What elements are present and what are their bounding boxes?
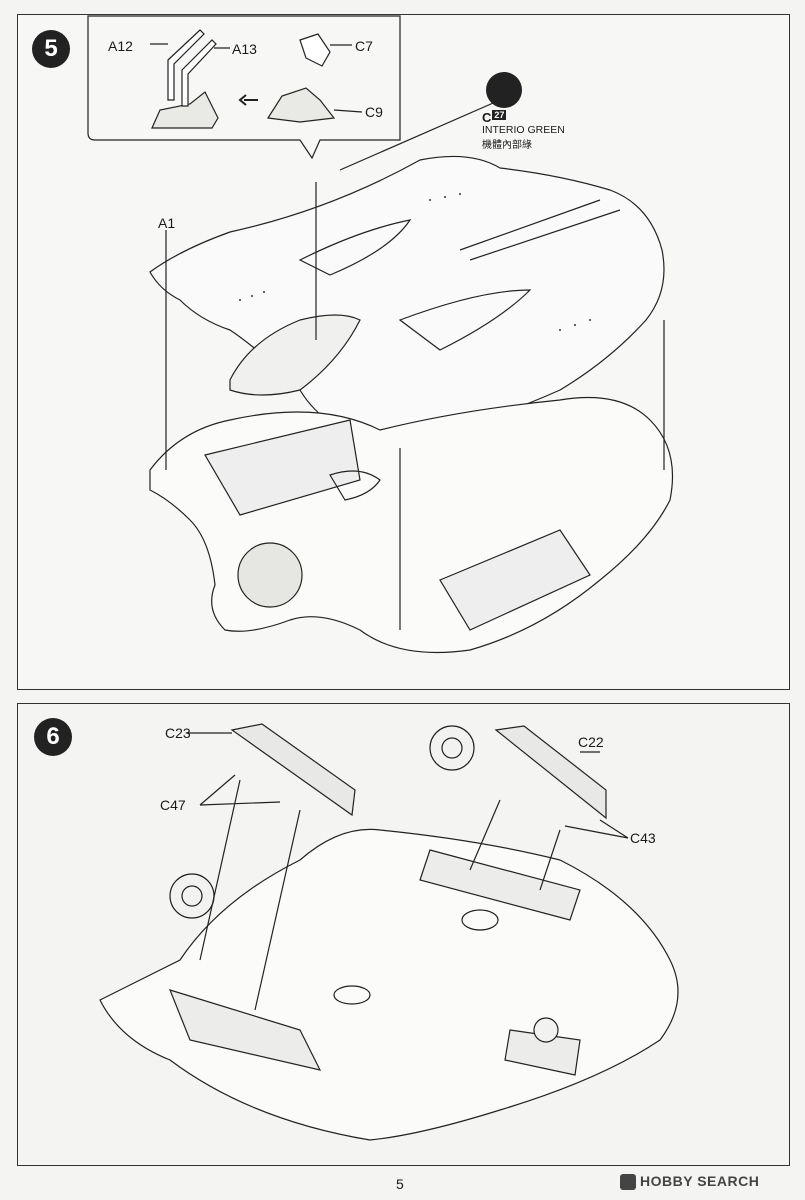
- part-label-c47: C47: [160, 797, 186, 813]
- lower-fuselage: [149, 396, 674, 654]
- part-label-a1: A1: [158, 215, 176, 231]
- vent-right: [461, 909, 499, 931]
- main-wheel-right: [429, 725, 475, 771]
- cockpit-tub: [237, 542, 303, 608]
- step-5-number: 5: [32, 30, 70, 68]
- part-label-a13: A13: [232, 41, 257, 57]
- canopy-opening: [229, 314, 361, 396]
- part-a13: [181, 39, 217, 107]
- gear-bay-right: [419, 849, 581, 921]
- part-label-c7: C7: [355, 38, 373, 54]
- gear-bay-left: [168, 989, 322, 1071]
- part-label-c23: C23: [165, 725, 191, 741]
- inset-callout: [87, 15, 401, 160]
- paint-brush-icon: [486, 72, 522, 108]
- paint-name-chinese: 機體內部綠: [482, 140, 532, 151]
- cockpit-part-right: [266, 87, 336, 123]
- step-6-number: 6: [34, 718, 72, 756]
- gear-door-c22: [494, 725, 607, 820]
- wheel-well-right: [439, 529, 591, 631]
- gear-door-c23: [230, 723, 356, 817]
- paint-name: INTERIO GREEN: [482, 124, 565, 136]
- tail-wheel: [533, 1017, 559, 1043]
- page-number: 5: [396, 1176, 404, 1192]
- wheel-well-left: [204, 419, 361, 516]
- part-label-c43: C43: [630, 830, 656, 846]
- part-label-a12: A12: [108, 38, 133, 54]
- step-6-panel: [17, 703, 790, 1166]
- cockpit-part-left: [151, 91, 219, 129]
- part-a12: [167, 29, 205, 101]
- hobby-search-logo-icon: [620, 1174, 636, 1190]
- part-c7: [299, 33, 331, 67]
- vent-left: [333, 985, 371, 1005]
- part-label-c22: C22: [578, 734, 604, 750]
- part-label-c9: C9: [365, 104, 383, 120]
- watermark: HOBBY SEARCH: [640, 1173, 760, 1189]
